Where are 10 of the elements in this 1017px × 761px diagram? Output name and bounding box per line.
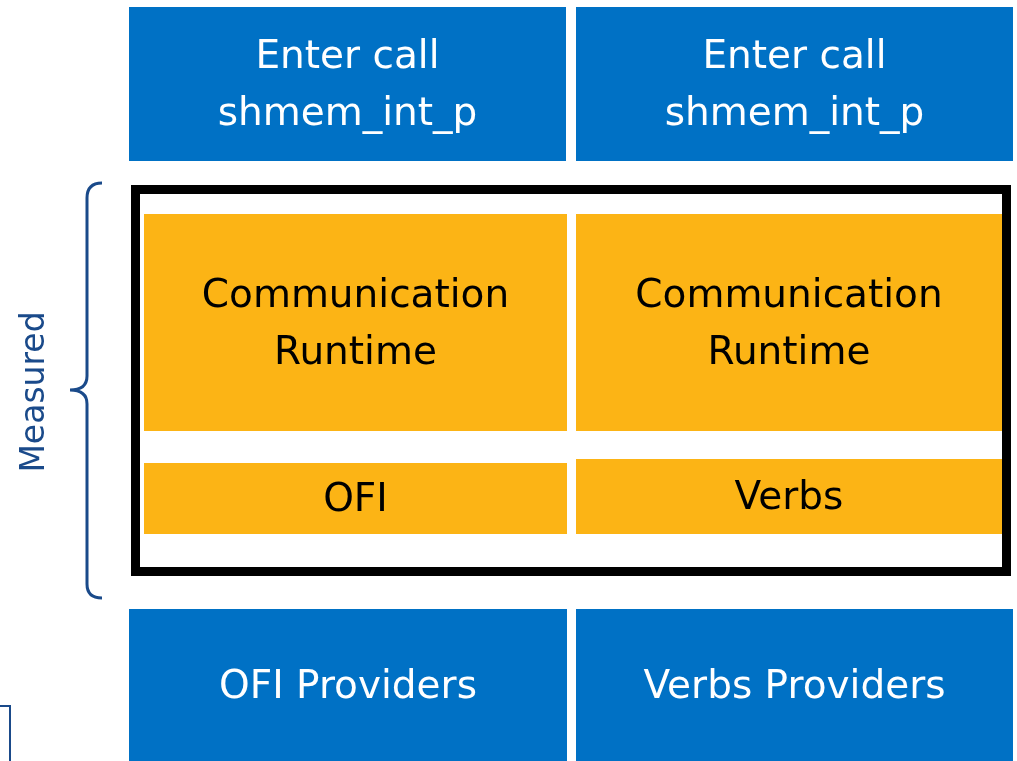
layer-box: Verbs	[576, 459, 1002, 534]
step-box: Enter call shmem_int_p	[576, 7, 1013, 161]
step-box: OFI Providers	[129, 609, 567, 761]
layer-box: Communication Runtime	[576, 214, 1002, 431]
layer-box: OFI	[144, 463, 567, 534]
measured-frame	[131, 185, 1011, 576]
step-box: Verbs Providers	[576, 609, 1013, 761]
layer-box: Communication Runtime	[144, 214, 567, 431]
axis-label: Measured	[12, 311, 52, 473]
step-box: Enter call shmem_int_p	[129, 7, 566, 161]
